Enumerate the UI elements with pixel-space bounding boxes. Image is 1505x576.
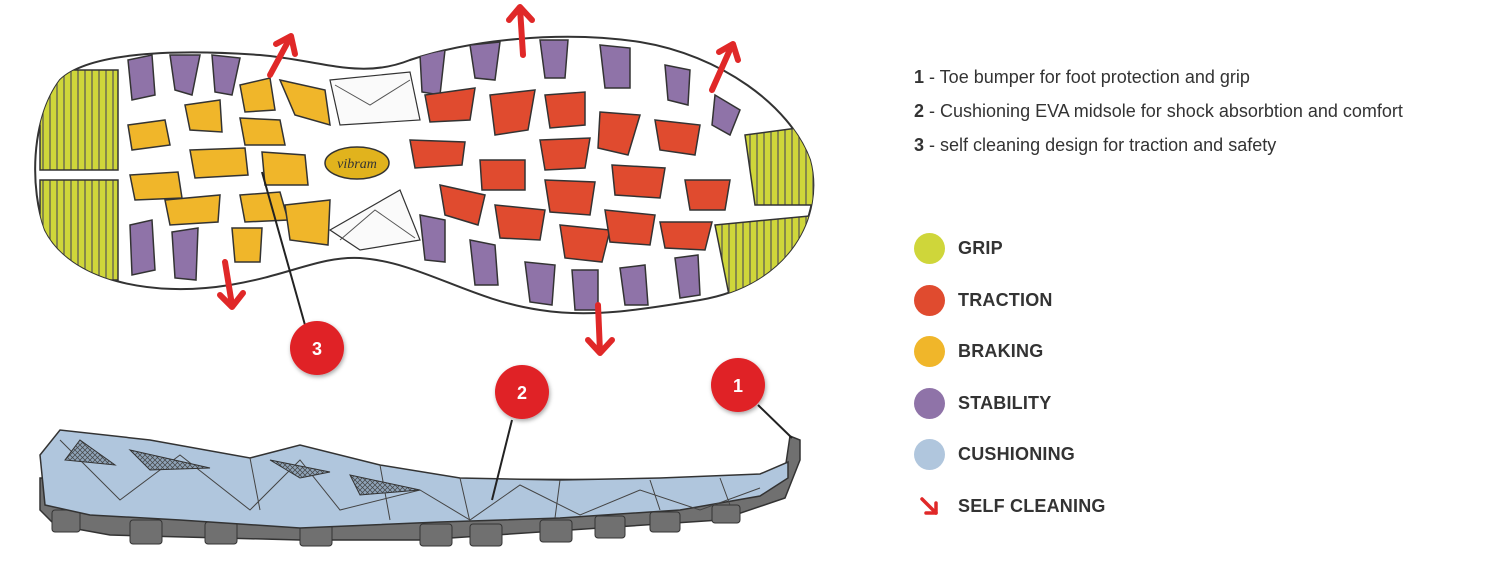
self-cleaning-arrow-icon [585, 302, 615, 356]
midsole-eva [39, 429, 789, 529]
callout-badge-3: 3 [290, 321, 344, 375]
legend-label: CUSHIONING [958, 444, 1076, 465]
legend-item-traction: TRACTION [914, 275, 1106, 327]
braking-lugs [127, 77, 331, 263]
legend-item-braking: BRAKING [914, 326, 1106, 378]
vibram-logo: vibram [324, 146, 390, 180]
feature-number: 1 [914, 67, 925, 87]
svg-text:2: 2 [517, 383, 527, 403]
callout-badge-2: 2 [495, 365, 549, 419]
arrow-icon [920, 497, 938, 515]
sole-side-view [39, 429, 801, 547]
arch-shank [328, 189, 421, 251]
sole-diagram: vibram [34, 4, 815, 547]
self-cleaning-arrow-icon [267, 33, 298, 78]
grip-swatch [914, 233, 945, 265]
legend-label: SELF CLEANING [958, 495, 1106, 516]
stability-swatch [914, 387, 945, 419]
legend-item-cushioning: CUSHIONING [914, 429, 1106, 481]
outsole-top-view: vibram [34, 35, 815, 315]
legend-item-stability: STABILITY [914, 378, 1106, 430]
feature-item: 1 - Toe bumper for foot protection and g… [914, 60, 1403, 94]
traction-swatch [914, 284, 945, 316]
svg-text:vibram: vibram [337, 157, 377, 172]
legend-label: GRIP [958, 238, 1003, 259]
self-cleaning-arrow-icon [217, 259, 246, 310]
legend-item-self-cleaning: SELF CLEANING [914, 481, 1106, 533]
feature-list: 1 - Toe bumper for foot protection and g… [914, 60, 1403, 162]
cushioning-swatch [914, 439, 945, 471]
grip-zone [744, 124, 814, 206]
arch-shank [329, 71, 421, 126]
self-cleaning-arrows [217, 4, 741, 356]
feature-text: - Toe bumper for foot protection and gri… [924, 67, 1250, 87]
self-cleaning-arrow-icon [709, 41, 741, 93]
stability-lugs [127, 39, 741, 311]
self-cleaning-arrow-icon [506, 4, 535, 58]
grip-zone [39, 69, 119, 171]
legend-label: TRACTION [958, 289, 1053, 310]
grip-zone [39, 179, 119, 281]
callout-badge-1: 1 [711, 358, 765, 412]
legend: GRIP TRACTION BRAKING STABILITY CUSHIONI… [914, 223, 1106, 532]
svg-text:1: 1 [733, 376, 743, 396]
feature-number: 2 [914, 101, 925, 121]
feature-item: 3 - self cleaning design for traction an… [914, 128, 1403, 162]
braking-swatch [914, 336, 945, 368]
feature-text: - Cushioning EVA midsole for shock absor… [924, 101, 1403, 121]
traction-lugs [409, 87, 731, 263]
legend-item-grip: GRIP [914, 223, 1106, 275]
feature-number: 3 [914, 135, 925, 155]
feature-item: 2 - Cushioning EVA midsole for shock abs… [914, 94, 1403, 128]
feature-text: - self cleaning design for traction and … [924, 135, 1277, 155]
legend-label: STABILITY [958, 392, 1052, 413]
legend-label: BRAKING [958, 341, 1044, 362]
svg-text:3: 3 [312, 339, 322, 359]
